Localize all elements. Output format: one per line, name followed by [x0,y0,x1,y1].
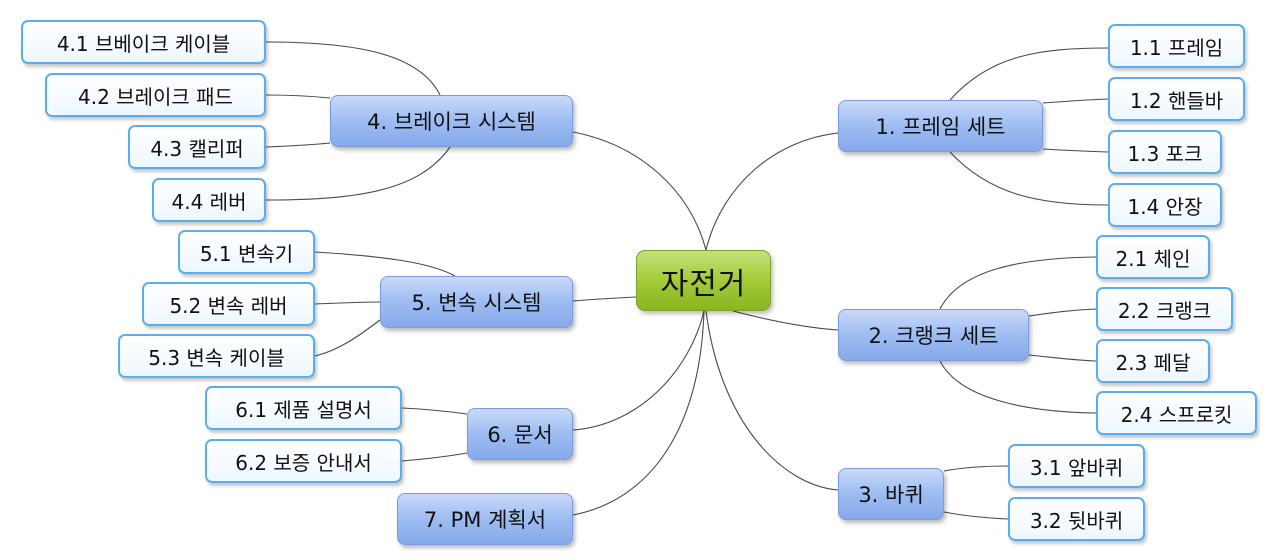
link-root-shift [572,296,637,302]
leaf-rear-wheel[interactable]: 3.2 뒷바퀴 [1008,497,1145,541]
leaf-lever[interactable]: 4.4 레버 [152,178,266,222]
link-root-crank [732,310,839,331]
leaf-crank[interactable]: 2.2 크랭크 [1096,287,1233,331]
link-root-frame [705,132,839,251]
leaf-chain[interactable]: 2.1 체인 [1096,235,1210,279]
link-root-docs [572,310,705,431]
link-docs-1 [401,407,468,415]
branch-crank-set[interactable]: 2. 크랭크 세트 [838,309,1029,361]
branch-shift-system[interactable]: 5. 변속 시스템 [380,276,573,328]
link-crank-2 [1028,308,1097,317]
leaf-frame[interactable]: 1.1 프레임 [1108,24,1245,68]
leaf-saddle[interactable]: 1.4 안장 [1108,183,1222,227]
link-shift-3 [314,319,381,357]
link-brake-1 [265,41,441,96]
leaf-derailleur[interactable]: 5.1 변속기 [178,230,315,274]
link-brake-3 [265,142,331,148]
link-crank-1 [939,256,1097,310]
link-root-wheels [705,310,839,491]
link-brake-4 [265,146,451,201]
link-wheels-1 [943,465,1009,472]
leaf-caliper[interactable]: 4.3 캘리퍼 [128,125,266,169]
leaf-warranty-guide[interactable]: 6.2 보증 안내서 [205,439,402,483]
root-node[interactable]: 자전거 [636,250,771,311]
branch-documents[interactable]: 6. 문서 [467,408,573,460]
leaf-brake-cable[interactable]: 4.1 브베이크 케이블 [21,20,266,64]
branch-brake-system[interactable]: 4. 브레이크 시스템 [330,95,573,147]
link-brake-2 [265,94,331,99]
link-frame-3 [1042,148,1109,153]
link-root-pm [572,310,705,516]
link-docs-2 [401,452,468,462]
link-frame-4 [949,151,1109,206]
link-crank-3 [1028,354,1097,362]
leaf-fork[interactable]: 1.3 포크 [1108,130,1222,174]
leaf-sprocket[interactable]: 2.4 스프로킷 [1096,391,1257,435]
leaf-shift-cable[interactable]: 5.3 변속 케이블 [118,334,315,378]
leaf-front-wheel[interactable]: 3.1 앞바퀴 [1008,444,1145,488]
leaf-shift-lever[interactable]: 5.2 변속 레버 [142,282,315,326]
branch-wheels[interactable]: 3. 바퀴 [838,468,944,520]
leaf-pedal[interactable]: 2.3 페달 [1096,339,1210,383]
branch-frame-set[interactable]: 1. 프레임 세트 [838,100,1043,152]
link-frame-1 [949,47,1109,101]
leaf-brake-pad[interactable]: 4.2 브레이크 패드 [45,73,266,117]
leaf-product-manual[interactable]: 6.1 제품 설명서 [205,386,402,430]
branch-pm-plan[interactable]: 7. PM 계획서 [397,493,573,545]
link-frame-2 [1042,98,1109,104]
link-wheels-2 [943,511,1009,520]
leaf-handlebar[interactable]: 1.2 핸들바 [1108,77,1245,121]
link-shift-2 [314,301,381,305]
link-shift-1 [314,251,456,277]
link-root-brake [572,131,707,251]
link-crank-4 [939,360,1097,414]
